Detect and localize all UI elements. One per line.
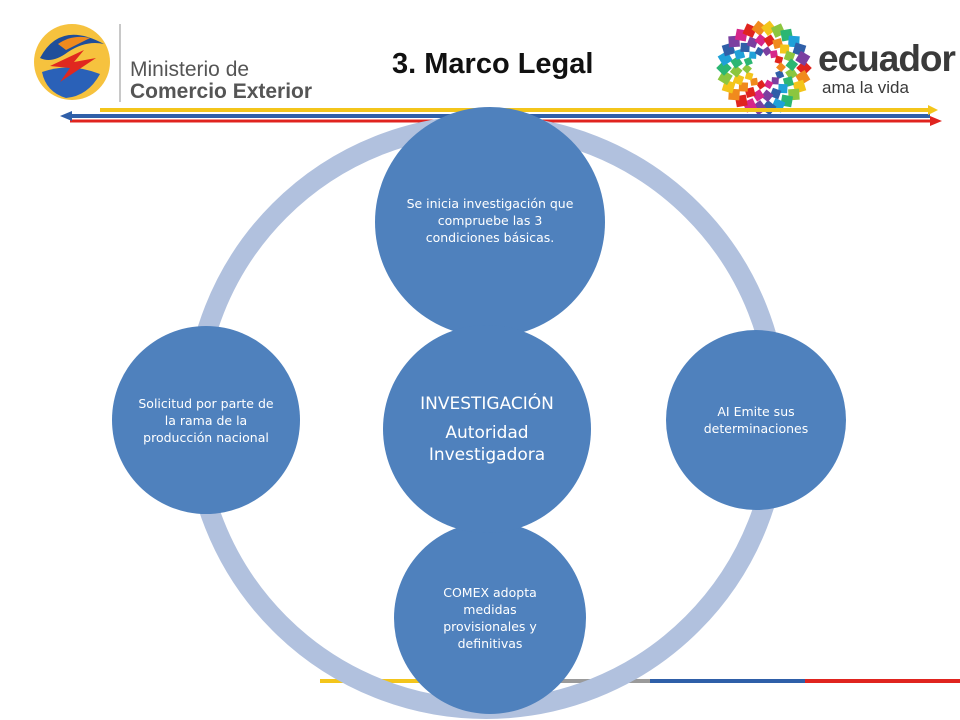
ecuador-logo-tile xyxy=(761,20,777,37)
ecuador-logo-tile xyxy=(750,77,759,86)
ecuador-logo-tile xyxy=(795,50,811,66)
ministry-logo-icon xyxy=(34,24,110,100)
ecuador-logo-tile xyxy=(776,62,786,73)
node-ai-determinations-label: AI Emite sus determinaciones xyxy=(703,404,809,436)
node-start-investigation-label: Se inicia investigación que compruebe la… xyxy=(406,195,574,245)
node-comex-measures xyxy=(394,522,586,714)
ecuador-logo-tile xyxy=(743,56,753,66)
center-hub-subtitle: Autoridad Investigadora xyxy=(428,423,546,465)
ecuador-logo-tile xyxy=(763,34,776,47)
ecuador-logo-tile xyxy=(756,79,766,90)
ecuador-logo-tile xyxy=(744,71,754,81)
node-start-investigation xyxy=(375,107,605,337)
node-request-production-label: Solicitud por parte de la rama de la pro… xyxy=(138,395,274,445)
ecuador-logo-tile xyxy=(769,50,778,59)
ecuador-logo-tile xyxy=(785,58,799,72)
ecuador-tagline: ama la vida xyxy=(822,78,909,97)
ecuador-logo-tile xyxy=(754,33,768,47)
center-hub-label: INVESTIGACIÓN Autoridad Investigadora xyxy=(392,360,582,500)
ecuador-logo-tile xyxy=(730,56,743,69)
node-ai-determinations xyxy=(666,330,846,510)
ecuador-wordmark: ecuador xyxy=(818,38,956,79)
ecuador-logo-tile xyxy=(742,63,752,74)
ecuador-logo-tile xyxy=(717,70,733,86)
ecuador-logo-tile xyxy=(769,87,782,100)
slide-title: 3. Marco Legal xyxy=(392,48,594,80)
ecuador-logo-tile xyxy=(774,55,784,65)
ecuador-logo-tile xyxy=(746,36,759,49)
node-request-production xyxy=(112,326,300,514)
ministry-name-line2: Comercio Exterior xyxy=(130,80,313,103)
ecuador-logo-tile xyxy=(762,46,772,57)
ecuador-logo-tile xyxy=(783,50,796,63)
center-hub xyxy=(383,325,591,533)
ecuador-logo-tile xyxy=(760,89,774,103)
ecuador-logo-tile xyxy=(763,79,774,90)
ecuador-logo-tile xyxy=(752,89,765,102)
ministry-name-line1: Ministerio de xyxy=(130,58,250,81)
ecuador-logo-tile xyxy=(749,51,757,59)
ecuador-logo-tile xyxy=(751,20,767,37)
ecuador-logo-tile xyxy=(785,67,798,80)
ecuador-logo-tile xyxy=(771,77,779,85)
node-comex-measures-label: COMEX adopta medidas provisionales y def… xyxy=(443,585,537,651)
ecuador-logo-tile xyxy=(732,73,745,86)
ecuador-logo-tile xyxy=(754,46,765,57)
ecuador-logo-tile xyxy=(775,70,785,80)
center-hub-title: INVESTIGACIÓN xyxy=(420,394,554,414)
ecuador-logo-tile xyxy=(729,64,743,78)
ecuador-logo-icon xyxy=(716,20,812,116)
